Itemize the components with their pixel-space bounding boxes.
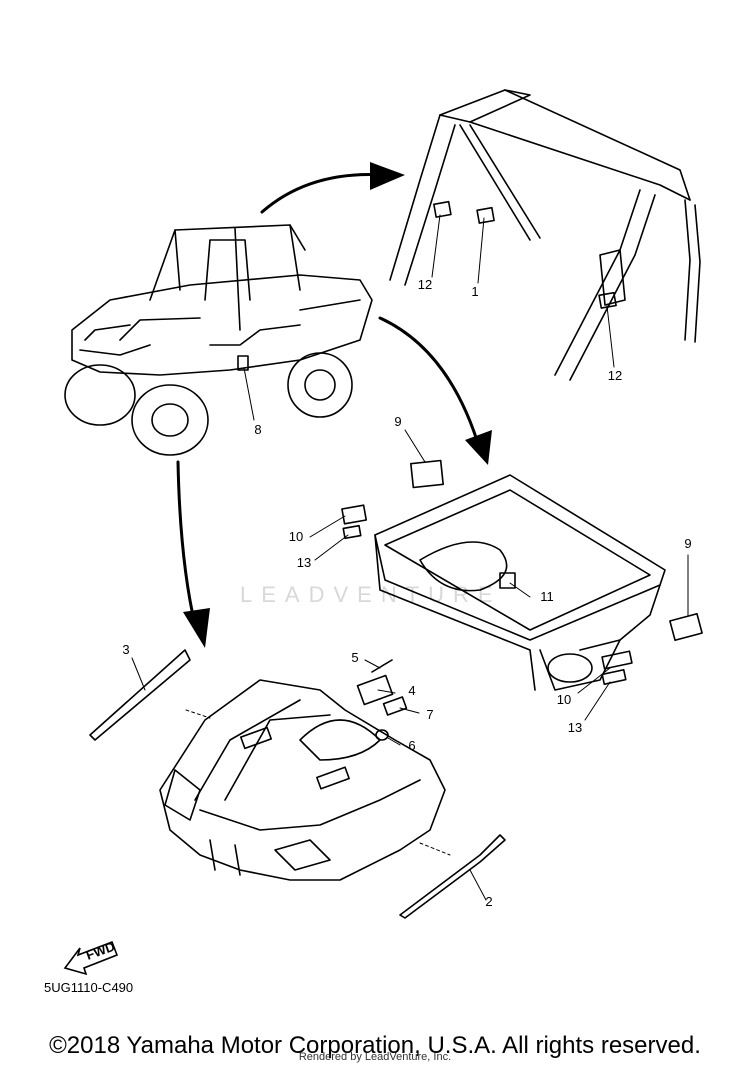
callout-9-top: 9 <box>394 414 401 429</box>
roll-cage <box>389 89 701 381</box>
callout-10-left: 10 <box>289 529 303 544</box>
callout-12-left: 12 <box>418 277 432 292</box>
callout-13-right: 13 <box>568 720 582 735</box>
arrow-heads <box>183 162 492 648</box>
vehicle-overview <box>64 224 373 456</box>
cargo-bed <box>341 459 703 691</box>
callout-10-right: 10 <box>557 692 571 707</box>
rendered-by-note: Rendered by LeadVenture, Inc. <box>298 1051 452 1063</box>
callout-13-left: 13 <box>297 555 311 570</box>
fwd-arrow-icon: FWD <box>63 939 119 976</box>
diagram-code: 5UG1110-C490 <box>44 980 134 995</box>
callout-7: 7 <box>426 707 433 722</box>
callout-4: 4 <box>408 683 415 698</box>
callout-8: 8 <box>254 422 261 437</box>
callout-11: 11 <box>540 589 554 604</box>
leader-lines <box>131 214 689 901</box>
callout-12-right: 12 <box>608 368 622 383</box>
hood-assembly <box>89 649 506 919</box>
callout-9-right: 9 <box>684 536 691 551</box>
leadventure-watermark: LEADVENTURE <box>240 582 502 607</box>
flow-arrows <box>176 172 482 627</box>
callout-labels: 12 1 12 8 9 10 13 11 9 10 13 3 5 4 7 6 2 <box>122 277 691 909</box>
callout-1: 1 <box>471 284 478 299</box>
callout-3: 3 <box>122 642 129 657</box>
copyright-notice: ©2018 Yamaha Motor Corporation, U.S.A. A… <box>49 1032 701 1059</box>
callout-5: 5 <box>351 650 358 665</box>
callout-6: 6 <box>408 738 415 753</box>
callout-2: 2 <box>485 894 492 909</box>
